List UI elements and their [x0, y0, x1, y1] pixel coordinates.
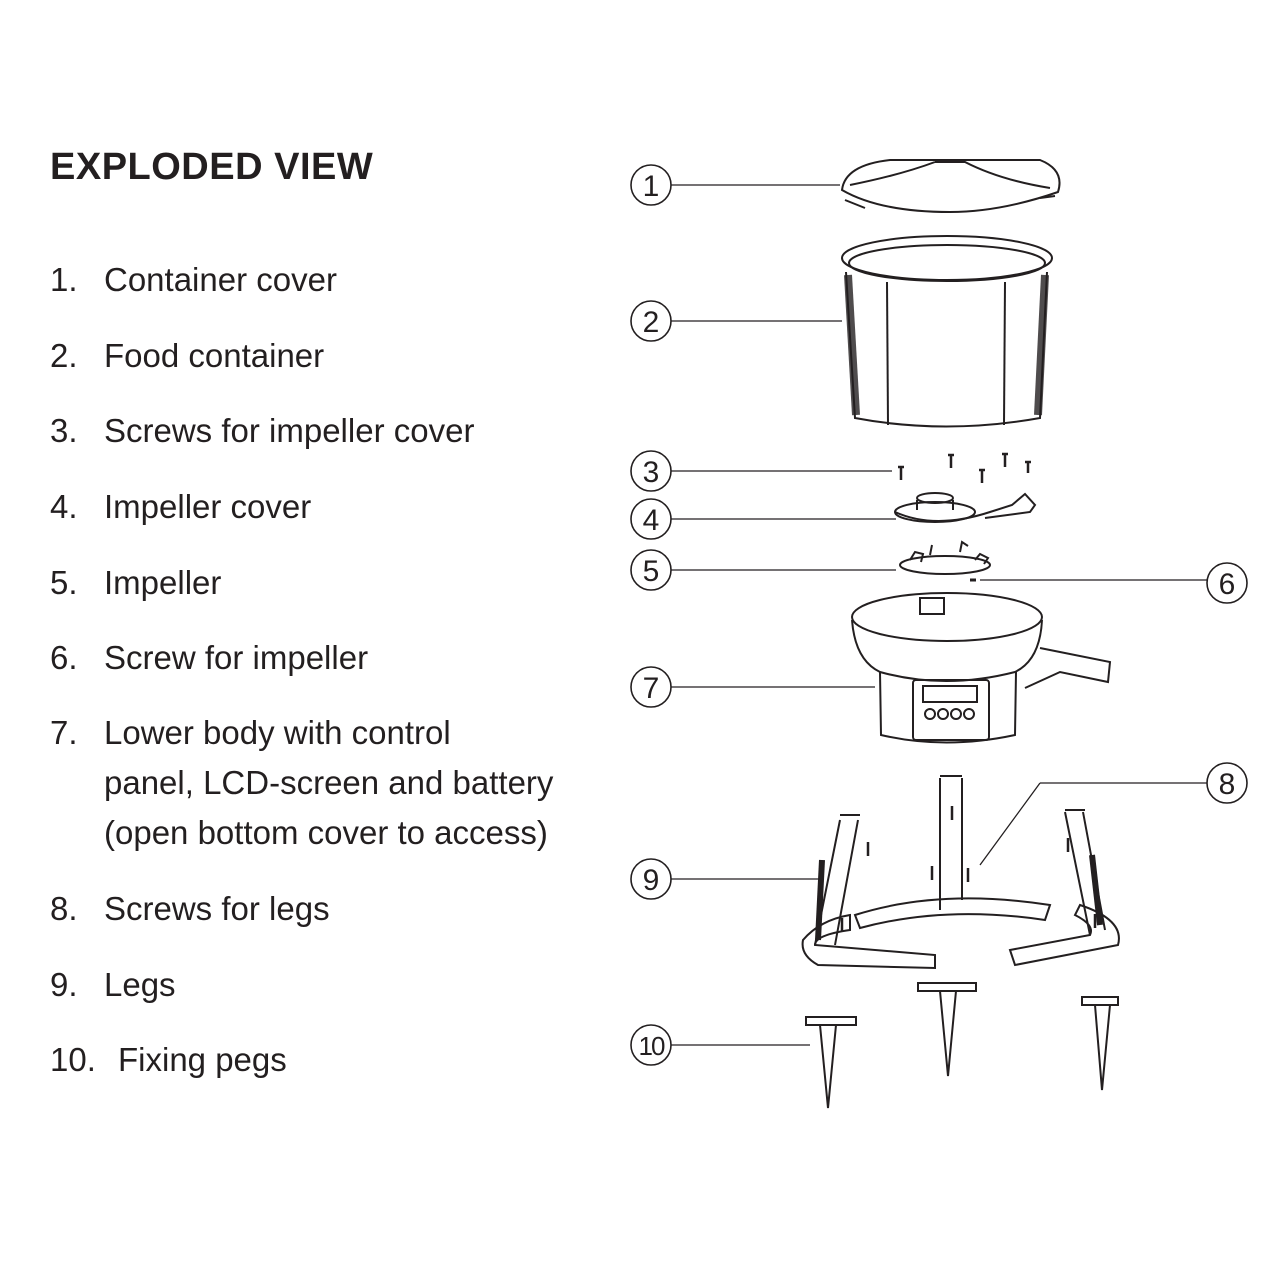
callout-10: 10	[630, 1024, 672, 1066]
callout-6: 6	[1206, 562, 1248, 604]
callout-label: 10	[639, 1031, 665, 1061]
part-label: Impeller cover	[104, 488, 312, 525]
callout-label: 8	[1219, 768, 1236, 801]
part-item-7: 7. Lower body with control panel, LCD-scre…	[50, 708, 553, 858]
callout-7: 7	[630, 666, 672, 708]
food-container-drawing	[841, 235, 1053, 428]
impeller-cover-drawing	[894, 492, 1037, 523]
part-item-9: 9. Legs	[50, 960, 176, 1010]
part-item-10: 10. Fixing pegs	[50, 1035, 287, 1085]
part-item-1: 1. Container cover	[50, 255, 337, 305]
callout-label: 9	[643, 864, 660, 897]
fixing-pegs-drawing	[805, 982, 1119, 1109]
impeller-drawing	[899, 540, 991, 582]
callout-8: 8	[1206, 762, 1248, 804]
callout-label: 7	[643, 672, 660, 705]
lower-body-drawing	[851, 592, 1112, 744]
part-label: Screw for impeller	[104, 639, 369, 676]
callout-label: 4	[643, 504, 660, 537]
callout-3: 3	[630, 450, 672, 492]
callout-label: 1	[643, 170, 660, 203]
part-number: 10.	[50, 1041, 96, 1078]
part-item-4: 4. Impeller cover	[50, 482, 311, 532]
part-label: Screws for impeller cover	[104, 412, 475, 449]
part-label: Legs	[104, 966, 176, 1003]
part-label: Container cover	[104, 261, 337, 298]
part-number: 6.	[50, 639, 78, 676]
callout-label: 2	[643, 306, 660, 339]
part-number: 3.	[50, 412, 78, 449]
part-label: Screws for legs	[104, 890, 330, 927]
part-label: Lower body with control panel, LCD-screen…	[104, 708, 553, 858]
part-label: Food container	[104, 337, 325, 374]
container-cover-drawing	[840, 159, 1061, 214]
callout-9: 9	[630, 858, 672, 900]
callout-1: 1	[630, 164, 672, 206]
part-label-line: Lower body with control	[104, 714, 451, 751]
callouts: 1 2 3 4 5 6 7 8 9 10	[630, 164, 1248, 1066]
legs-drawing	[801, 775, 1120, 970]
callout-5: 5	[630, 549, 672, 591]
part-label-line: panel, LCD-screen and battery	[104, 764, 554, 801]
impeller-cover-screws-drawing	[898, 452, 1031, 483]
part-item-3: 3. Screws for impeller cover	[50, 406, 474, 456]
part-item-8: 8. Screws for legs	[50, 884, 330, 934]
callout-2: 2	[630, 300, 672, 342]
part-label-line: (open bottom cover to access)	[104, 814, 548, 851]
part-number: 7.	[50, 714, 78, 751]
part-label: Fixing pegs	[118, 1041, 287, 1078]
part-label: Impeller	[104, 564, 222, 601]
part-item-6: 6. Screw for impeller	[50, 633, 368, 683]
part-item-5: 5. Impeller	[50, 558, 221, 608]
part-number: 8.	[50, 890, 78, 927]
callout-label: 6	[1219, 568, 1236, 601]
callout-4: 4	[630, 498, 672, 540]
part-number: 9.	[50, 966, 78, 1003]
part-item-2: 2. Food container	[50, 331, 324, 381]
part-number: 1.	[50, 261, 78, 298]
part-number: 2.	[50, 337, 78, 374]
part-number: 4.	[50, 488, 78, 525]
leader-lines	[671, 184, 1207, 1046]
callout-label: 3	[643, 456, 660, 489]
callout-label: 5	[643, 555, 660, 588]
part-number: 5.	[50, 564, 78, 601]
page-title: EXPLODED VIEW	[50, 146, 374, 188]
